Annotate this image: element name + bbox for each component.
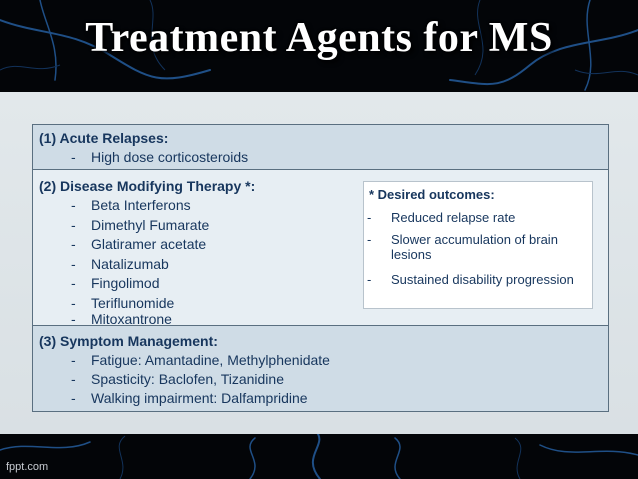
dash-glyph: - (367, 232, 372, 247)
section-header: (2) Disease Modifying Therapy *: (39, 178, 256, 194)
list-item: -Beta Interferons (71, 197, 191, 213)
list-item: -Fingolimod (71, 275, 160, 291)
section-header: (3) Symptom Management: (39, 333, 218, 349)
list-item: -Natalizumab (71, 256, 169, 272)
list-item: -Glatiramer acetate (71, 236, 207, 252)
section-symptom-management: (3) Symptom Management: -Fatigue: Amanta… (33, 326, 608, 411)
list-item: -Mitoxantrone (71, 311, 172, 327)
note-item: Slower accumulation of brain lesions (391, 232, 558, 262)
list-item: -Fatigue: Amantadine, Methylphenidate (71, 352, 330, 368)
slide-title: Treatment Agents for MS (85, 15, 553, 61)
desired-outcomes-note: * Desired outcomes: - Reduced relapse ra… (363, 181, 593, 309)
section-header: (1) Acute Relapses: (39, 130, 169, 146)
section-acute-relapses: (1) Acute Relapses: -High dose corticost… (33, 125, 608, 170)
list-item: -Dimethyl Fumarate (71, 217, 210, 233)
list-item: -Walking impairment: Dalfampridine (71, 390, 308, 406)
list-item: -Teriflunomide (71, 295, 175, 311)
note-item: Sustained disability progression (391, 272, 574, 287)
list-item: -Spasticity: Baclofen, Tizanidine (71, 371, 284, 387)
note-header: * Desired outcomes: (369, 187, 495, 202)
footer-brand: fppt.com (6, 461, 49, 473)
dash-glyph: - (367, 272, 372, 287)
dash-glyph: - (367, 210, 372, 225)
list-item: -High dose corticosteroids (71, 149, 249, 165)
note-item: Reduced relapse rate (391, 210, 516, 225)
